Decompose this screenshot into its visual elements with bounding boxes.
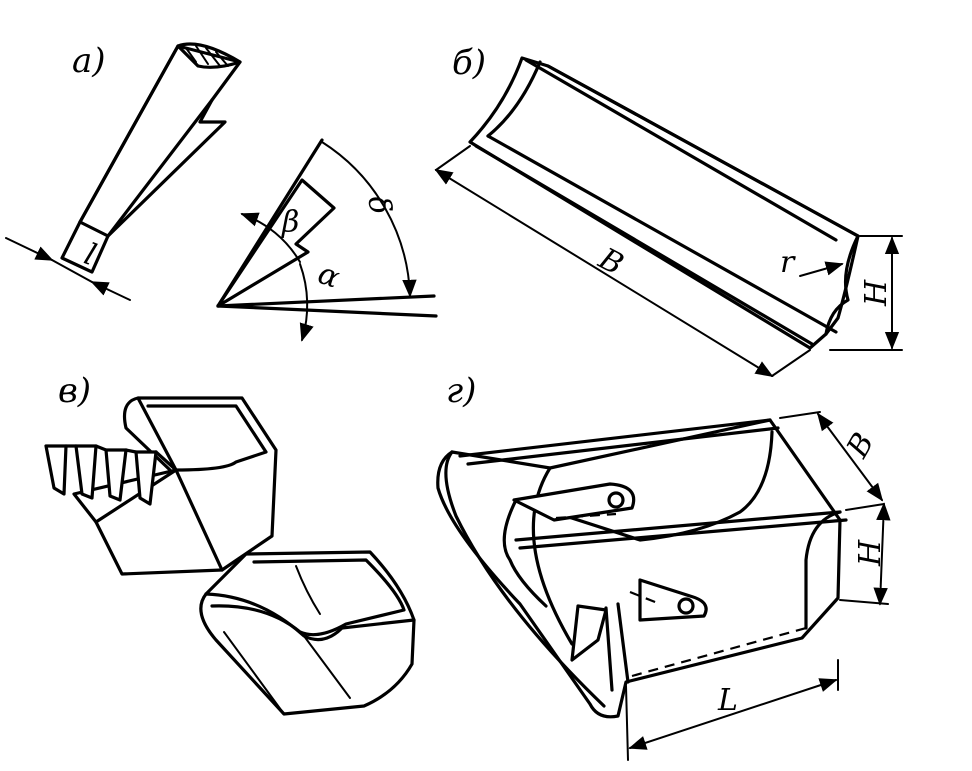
panel-b-blade: B r H [434, 56, 903, 377]
panel-b-label: б) [452, 43, 486, 83]
panel-v-round-bucket [199, 550, 416, 716]
panel-b-height-label: H [859, 279, 894, 307]
panel-g-width-label: B [840, 427, 882, 464]
panel-g-bucket: B H L [436, 411, 891, 761]
panel-a-tooth: l [5, 42, 242, 301]
panel-a-label: а) [72, 41, 106, 81]
panel-g-label: г) [446, 371, 476, 411]
panel-v-label: в) [58, 371, 91, 411]
alpha-label: α [313, 256, 344, 296]
beta-label: β [281, 205, 299, 240]
panel-a-length-label: l [81, 233, 102, 269]
panel-v-toothed-bucket [44, 396, 278, 576]
panel-b-radius-label: r [780, 245, 796, 280]
panel-a-angles: β α δ [216, 138, 438, 342]
panel-g-height-label: H [853, 539, 888, 567]
panel-g-length-label: L [717, 683, 738, 718]
delta-label: δ [360, 193, 398, 217]
panel-b-width-label: B [592, 241, 629, 283]
